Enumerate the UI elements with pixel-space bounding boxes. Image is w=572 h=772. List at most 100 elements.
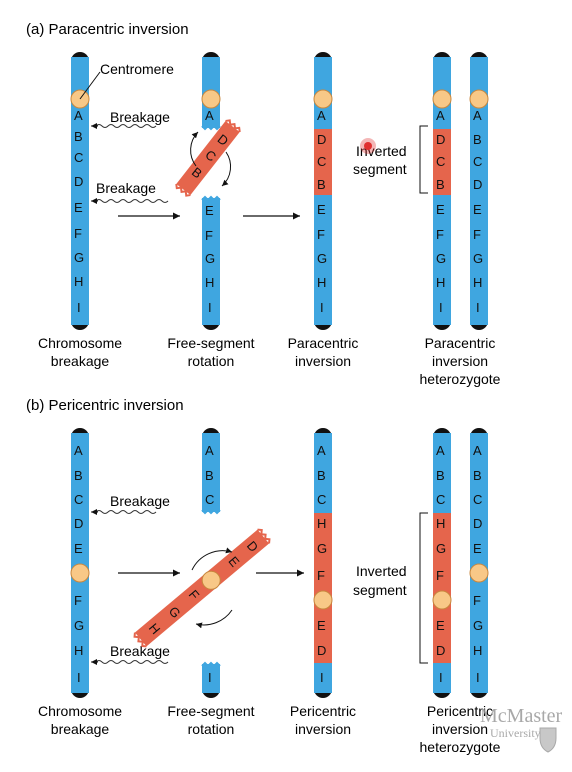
b-caption-2-line2: rotation	[188, 721, 235, 737]
svg-text:G: G	[436, 541, 446, 556]
svg-text:E: E	[473, 541, 482, 556]
svg-text:I: I	[208, 300, 212, 315]
svg-text:F: F	[436, 568, 444, 583]
svg-text:E: E	[473, 202, 482, 217]
b-caption-4-line3: heterozygote	[420, 739, 501, 755]
a-chromosome-2: A E F G H I	[201, 52, 221, 330]
svg-text:A: A	[205, 108, 214, 123]
a-caption-2-line2: rotation	[188, 353, 235, 369]
svg-text:G: G	[74, 250, 84, 265]
svg-text:H: H	[436, 516, 445, 531]
b-caption-4-line2: inversion	[432, 721, 488, 737]
a-caption-2-line1: Free-segment	[167, 335, 254, 351]
shield-icon	[539, 727, 557, 753]
svg-text:F: F	[205, 228, 213, 243]
b-inverted-label-line1: Inverted	[356, 563, 407, 579]
svg-text:A: A	[74, 108, 83, 123]
svg-text:D: D	[436, 643, 445, 658]
svg-text:H: H	[74, 274, 83, 289]
b-caption-4-line1: Pericentric	[427, 703, 493, 719]
svg-text:I: I	[320, 670, 324, 685]
svg-text:B: B	[74, 129, 83, 144]
a-caption-4-line2: inversion	[432, 353, 488, 369]
b-caption-2-line1: Free-segment	[167, 703, 254, 719]
svg-text:B: B	[317, 177, 326, 192]
svg-text:A: A	[74, 443, 83, 458]
svg-text:H: H	[317, 275, 326, 290]
a-caption-1-line1: Chromosome	[38, 335, 122, 351]
b-inverted-label-line2: segment	[353, 582, 407, 598]
svg-text:A: A	[317, 108, 326, 123]
b-chromosome-1: A B C D E F G H I	[70, 428, 90, 698]
svg-text:C: C	[436, 492, 445, 507]
a-breakage-top: Breakage	[110, 109, 170, 125]
svg-text:I: I	[320, 300, 324, 315]
a-caption-3-line1: Paracentric	[288, 335, 359, 351]
a-rotating-segment: B C D	[175, 119, 241, 197]
svg-text:B: B	[205, 468, 214, 483]
svg-text:A: A	[436, 443, 445, 458]
svg-text:D: D	[74, 516, 83, 531]
svg-text:E: E	[317, 618, 326, 633]
svg-text:C: C	[473, 492, 482, 507]
svg-text:G: G	[317, 541, 327, 556]
svg-text:E: E	[74, 541, 83, 556]
a-caption-1-line2: breakage	[51, 353, 110, 369]
svg-text:E: E	[205, 203, 214, 218]
a-caption-3-line2: inversion	[295, 353, 351, 369]
svg-text:C: C	[317, 154, 326, 169]
svg-text:G: G	[473, 251, 483, 266]
svg-text:B: B	[436, 177, 445, 192]
a-breakage-bottom: Breakage	[96, 180, 156, 196]
svg-text:B: B	[436, 468, 445, 483]
svg-text:D: D	[317, 643, 326, 658]
b-breakage-bottom: Breakage	[110, 643, 170, 659]
svg-text:G: G	[205, 251, 215, 266]
svg-text:F: F	[473, 227, 481, 242]
svg-text:B: B	[473, 468, 482, 483]
watermark-sub: University	[490, 726, 541, 740]
panel-b-title: (b) Pericentric inversion	[26, 397, 184, 414]
a-chromosome-1: A B C D E F G H I	[70, 52, 90, 330]
svg-text:H: H	[205, 275, 214, 290]
svg-text:A: A	[473, 443, 482, 458]
svg-text:C: C	[205, 492, 214, 507]
svg-text:G: G	[74, 618, 84, 633]
svg-text:I: I	[77, 670, 81, 685]
svg-text:C: C	[317, 492, 326, 507]
b-rotating-segment: D E F G H	[133, 528, 271, 648]
svg-text:F: F	[436, 227, 444, 242]
svg-text:B: B	[74, 468, 83, 483]
b-heterozygote-right: A B C D E F G H I	[469, 428, 489, 698]
b-breakage-top: Breakage	[110, 493, 170, 509]
svg-text:A: A	[436, 108, 445, 123]
svg-text:C: C	[74, 150, 83, 165]
svg-text:B: B	[317, 468, 326, 483]
svg-text:H: H	[473, 275, 482, 290]
svg-text:I: I	[439, 670, 443, 685]
watermark-name: McMaster	[480, 705, 563, 727]
svg-text:I: I	[208, 670, 212, 685]
svg-text:C: C	[436, 154, 445, 169]
b-bracket	[419, 512, 428, 664]
svg-text:F: F	[317, 227, 325, 242]
svg-text:D: D	[74, 174, 83, 189]
svg-text:F: F	[74, 226, 82, 241]
svg-text:G: G	[317, 251, 327, 266]
svg-text:D: D	[436, 132, 445, 147]
svg-text:C: C	[473, 154, 482, 169]
svg-text:D: D	[473, 177, 482, 192]
b-chromosome-3: A B C H G F E D I	[313, 428, 333, 698]
panel-a-title: (a) Paracentric inversion	[26, 21, 189, 38]
svg-text:H: H	[436, 275, 445, 290]
svg-text:I: I	[439, 300, 443, 315]
svg-text:H: H	[317, 516, 326, 531]
a-heterozygote-right: A B C D E F G H I	[469, 52, 489, 330]
svg-text:H: H	[473, 643, 482, 658]
b-chromosome-2: A B C I	[201, 428, 221, 698]
svg-text:B: B	[473, 132, 482, 147]
svg-text:F: F	[74, 593, 82, 608]
svg-text:E: E	[317, 202, 326, 217]
cursor-dot	[364, 142, 372, 150]
svg-text:I: I	[476, 300, 480, 315]
